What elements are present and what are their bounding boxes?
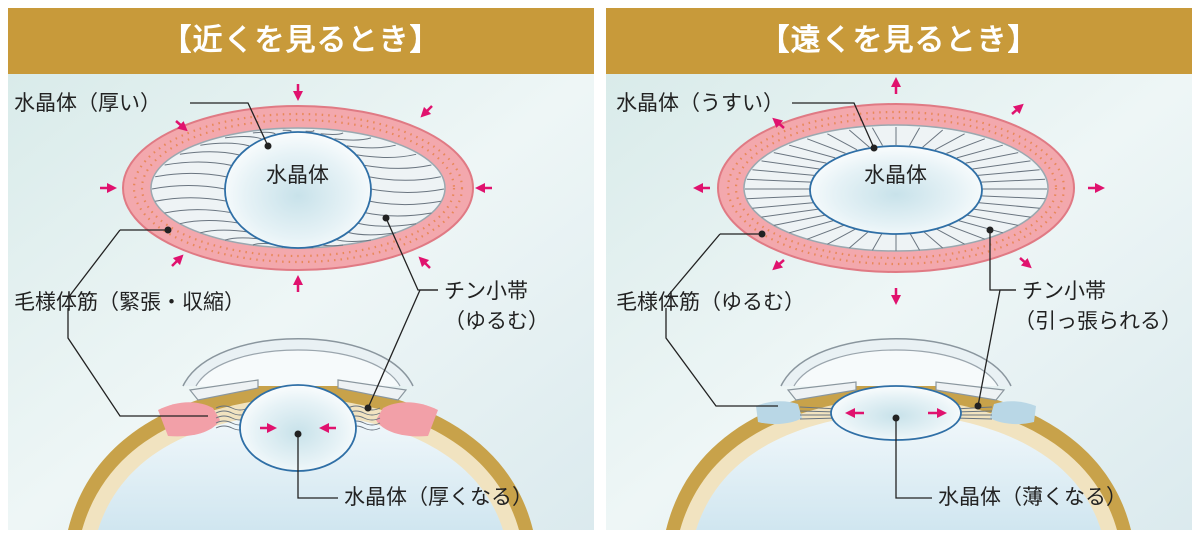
zonule-fiber <box>164 209 232 214</box>
zonule-fiber <box>972 160 1031 170</box>
leader-lines <box>67 102 438 499</box>
zonule-fiber <box>977 169 1040 176</box>
zonule-fiber <box>305 129 315 132</box>
zonule-fiber <box>773 214 827 226</box>
zonule-fiber <box>164 161 232 166</box>
zonule-fiber <box>773 152 827 164</box>
zonule-fiber <box>972 208 1031 218</box>
label-zonule-state: （引っ張られる） <box>1014 309 1182 333</box>
zonule-fiber <box>871 127 883 146</box>
label-lens-center: 水晶体 <box>864 163 927 187</box>
zonule-fiber <box>807 138 846 154</box>
label-ciliary-muscle: 毛様体筋（ゆるむ） <box>616 290 805 314</box>
zonule-fiber <box>827 227 858 245</box>
panel-near-vision: 【近くを見るとき】 水晶体（厚い） 水晶体 毛様体筋（緊張・収縮） チン小帯 （… <box>8 8 594 530</box>
zonule-fiber <box>346 231 396 236</box>
zonule-fiber <box>370 188 445 193</box>
zonule-fibers-stretched <box>745 127 1047 251</box>
zonule-fiber <box>956 144 1003 159</box>
label-lens-thick: 水晶体（厚い） <box>14 91 161 115</box>
zonule-fiber <box>369 176 441 181</box>
panel-title: 【近くを見るとき】 <box>8 8 594 74</box>
zonule-fiber <box>752 169 815 176</box>
zonule-fiber <box>956 219 1003 234</box>
leader-lines <box>665 102 1016 499</box>
lens-top-view <box>809 145 983 235</box>
expand-arrow-icon <box>693 77 1105 305</box>
label-lens-thinner: 水晶体（薄くなる） <box>938 485 1127 509</box>
zonule-fiber <box>346 144 396 149</box>
zonule-fiber <box>752 202 815 209</box>
zonule-fiber <box>946 138 985 154</box>
zonule-fiber <box>827 133 858 151</box>
zonule-fiber <box>909 127 921 146</box>
eye-cross-section <box>68 338 533 530</box>
zonule-fiber <box>746 178 812 183</box>
zonule-fiber <box>789 219 836 234</box>
label-ciliary-muscle: 毛様体筋（緊張・収縮） <box>14 290 245 314</box>
zonule-fiber <box>977 202 1040 209</box>
far-diagram <box>606 74 1192 530</box>
panel-far-vision: 【遠くを見るとき】 水晶体（うすい） 水晶体 毛様体筋（ゆるむ） チン小帯 （引… <box>606 8 1192 530</box>
zonule-fiber <box>934 133 965 151</box>
zonule-fiber <box>364 212 432 217</box>
near-diagram <box>8 74 594 530</box>
label-lens-center: 水晶体 <box>266 163 329 187</box>
zonule-fiber <box>179 220 239 225</box>
zonule-fiber <box>357 153 417 158</box>
zonule-fiber <box>848 129 870 148</box>
zonule-fiber <box>356 222 417 227</box>
zonule-fiber <box>252 131 276 135</box>
zonule-fiber <box>807 224 846 240</box>
zonule-fiber <box>946 224 985 240</box>
label-lens-thin: 水晶体（うすい） <box>616 91 784 115</box>
zonule-fiber <box>922 129 944 148</box>
zonule-fiber <box>282 129 292 132</box>
zonule-fiber <box>320 132 344 135</box>
zonule-fiber <box>155 172 227 178</box>
zonule-fiber <box>746 195 812 200</box>
label-zonule: チン小帯 <box>444 279 528 303</box>
zonule-fiber <box>871 232 883 251</box>
leader-dots <box>758 144 994 422</box>
panel-title: 【遠くを見るとき】 <box>606 8 1192 74</box>
zonule-fiber <box>965 214 1019 226</box>
zonule-fiber <box>369 200 441 206</box>
zonule-fiber <box>934 227 965 245</box>
label-zonule: チン小帯 <box>1022 279 1106 303</box>
zonule-fiber <box>922 230 944 249</box>
zonule-fiber <box>789 144 836 159</box>
lens-top-view <box>224 131 372 249</box>
zonule-fiber <box>909 232 921 251</box>
zonule-fiber <box>848 230 870 249</box>
zonule-fiber <box>364 164 432 169</box>
zonule-fiber <box>200 142 250 147</box>
zonule-fiber <box>334 137 372 141</box>
zonule-fiber <box>980 178 1046 183</box>
label-zonule-state: （ゆるむ） <box>444 309 549 333</box>
zonule-fibers-relaxed <box>151 129 445 249</box>
zonule-fiber <box>151 185 226 190</box>
zonule-fiber <box>200 229 250 234</box>
zonule-fiber <box>965 152 1019 164</box>
zonule-fiber <box>761 160 820 170</box>
zonule-fiber <box>179 151 240 156</box>
zonule-fiber <box>980 195 1046 200</box>
zonule-fiber <box>224 136 262 140</box>
label-lens-thicker: 水晶体（厚くなる） <box>344 485 533 509</box>
zonule-fiber <box>761 208 820 218</box>
contract-arrow-icon <box>100 84 492 292</box>
zonule-fiber <box>155 197 227 202</box>
eye-cross-section <box>666 338 1131 530</box>
